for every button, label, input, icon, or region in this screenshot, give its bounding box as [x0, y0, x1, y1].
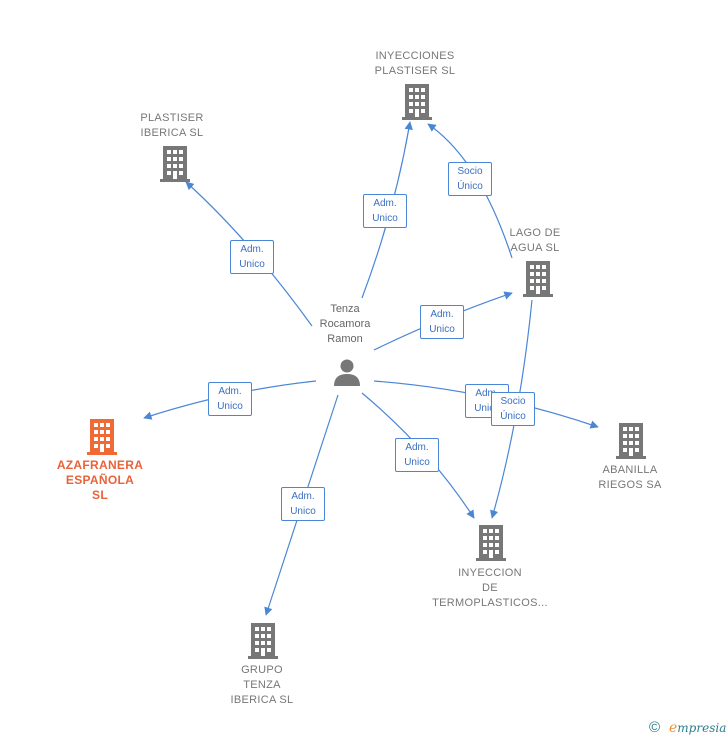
building-icon[interactable] — [616, 423, 646, 459]
company-label-plastiser-iberica[interactable]: PLASTISER IBERICA SL — [140, 112, 204, 139]
person-name: Tenza Rocamora Ramon — [319, 303, 371, 345]
building-icon[interactable] — [160, 146, 190, 182]
building-icon[interactable] — [248, 623, 278, 659]
company-label-azafranera[interactable]: AZAFRANERA ESPAÑOLA SL — [56, 458, 144, 502]
person-icon[interactable] — [332, 357, 362, 387]
company-label-inyecciones-plastiser[interactable]: INYECCIONES PLASTISER SL — [374, 50, 456, 77]
building-icon[interactable] — [402, 84, 432, 120]
company-label-abanilla[interactable]: ABANILLA RIEGOS SA — [598, 464, 662, 491]
building-icon[interactable] — [87, 419, 117, 455]
brand-logo[interactable]: empresia — [669, 720, 726, 736]
company-label-lago-de-agua[interactable]: LAGO DE AGUA SL — [509, 227, 561, 254]
brand-logo-e: e — [669, 720, 678, 736]
edge-label-inyecciones-plastiser: Adm. Unico — [363, 194, 407, 228]
edge-label-lago-to-inyecciones: Socio Único — [448, 162, 492, 196]
building-icon[interactable] — [523, 261, 553, 297]
copyright-icon: © — [649, 719, 661, 736]
edge-label-lago-to-termoplasticos: Socio Único — [491, 392, 535, 426]
company-label-grupo-tenza[interactable]: GRUPO TENZA IBERICA SL — [230, 664, 294, 706]
company-label-inyeccion-termoplasticos[interactable]: INYECCION DE TERMOPLASTICOS... — [432, 567, 548, 609]
edge-label-termoplasticos: Adm. Unico — [395, 438, 439, 472]
edge-label-lago: Adm. Unico — [420, 305, 464, 339]
brand-logo-text: mpresia — [677, 721, 727, 735]
building-icon[interactable] — [476, 525, 506, 561]
edge-label-azafranera: Adm. Unico — [208, 382, 252, 416]
edge-label-plastiser-iberica: Adm. Unico — [230, 240, 274, 274]
edge-label-grupo-tenza: Adm. Unico — [281, 487, 325, 521]
